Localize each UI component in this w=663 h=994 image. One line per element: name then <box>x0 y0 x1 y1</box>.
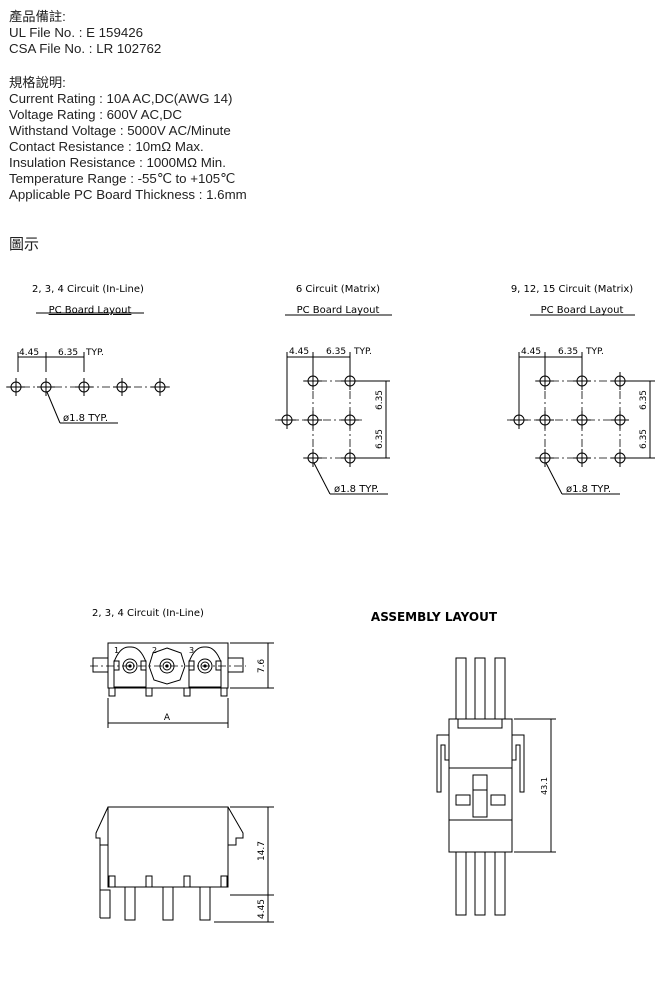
pcb-hole <box>611 411 629 429</box>
spec-board-thickness: Applicable PC Board Thickness : 1.6mm <box>9 187 247 202</box>
assembly-layout: ASSEMBLY LAYOUT 43.1 <box>371 610 556 916</box>
ul-file-number: UL File No. : E 159426 <box>9 25 144 40</box>
pcb-hole <box>341 372 359 390</box>
pcb-hole <box>510 411 528 429</box>
dim-6-35: 6.35 <box>326 347 346 357</box>
pcb-hole <box>573 449 591 467</box>
dim-4-45: 4.45 <box>289 347 309 357</box>
pcb-hole <box>151 378 169 396</box>
spec-current-rating: Current Rating : 10A AC,DC(AWG 14) <box>9 91 233 106</box>
pin-number: 1 <box>114 646 119 655</box>
specifications: 規格說明: Current Rating : 10A AC,DC(AWG 14)… <box>9 75 247 203</box>
spec-insulation-resistance: Insulation Resistance : 1000MΩ Min. <box>9 155 226 170</box>
hole-diameter-label: ø1.8 TYP. <box>63 413 108 424</box>
dim-vertical-6-35: 6.35 <box>375 390 385 410</box>
contact-cavity <box>113 646 147 688</box>
layout-title: 9, 12, 15 Circuit (Matrix) <box>511 284 633 295</box>
layout-title: 6 Circuit (Matrix) <box>296 284 380 295</box>
dim-height-7-6: 7.6 <box>257 659 267 674</box>
pcb-hole <box>536 411 554 429</box>
pcb-layout-inline: 2, 3, 4 Circuit (In-Line) PC Board Layou… <box>6 284 170 424</box>
pcb-hole <box>341 449 359 467</box>
pcb-hole <box>304 449 322 467</box>
dim-6-35: 6.35 <box>58 348 78 358</box>
dim-typ: TYP. <box>353 347 372 357</box>
hole-diameter-label: ø1.8 TYP. <box>566 484 611 495</box>
pin-number: 2 <box>152 646 157 655</box>
spec-temperature-range: Temperature Range : -55℃ to +105℃ <box>9 171 236 186</box>
pin-number: 3 <box>189 646 194 655</box>
dim-6-35: 6.35 <box>558 347 578 357</box>
assembly-title: ASSEMBLY LAYOUT <box>371 610 498 624</box>
layout-subtitle: PC Board Layout <box>541 305 624 316</box>
csa-file-number: CSA File No. : LR 102762 <box>9 41 162 56</box>
product-notes: 產品備註: UL File No. : E 159426 CSA File No… <box>9 9 161 57</box>
pcb-hole <box>536 372 554 390</box>
connector-side-view: 14.7 4.45 <box>95 806 274 923</box>
dim-height-14-7: 14.7 <box>257 841 267 861</box>
contact-cavity <box>188 646 222 688</box>
dim-vertical-6-35: 6.35 <box>375 429 385 449</box>
front-view-title: 2, 3, 4 Circuit (In-Line) <box>92 608 204 619</box>
spec-withstand-voltage: Withstand Voltage : 5000V AC/Minute <box>9 123 231 138</box>
layout-subtitle: PC Board Layout <box>49 305 132 316</box>
pcb-hole <box>75 378 93 396</box>
dim-pin-4-45: 4.45 <box>257 899 267 919</box>
connector-front-view: 2, 3, 4 Circuit (In-Line) 1 2 3 7.6 A <box>90 608 274 728</box>
pcb-hole <box>611 449 629 467</box>
dim-vertical-6-35: 6.35 <box>639 390 649 410</box>
pcb-hole <box>573 411 591 429</box>
pcb-hole <box>536 449 554 467</box>
pcb-hole <box>37 378 55 396</box>
dim-typ: TYP. <box>85 348 104 358</box>
pcb-hole <box>611 372 629 390</box>
figures-heading: 圖示 <box>9 236 40 253</box>
pcb-hole <box>341 411 359 429</box>
pcb-layout-9-15-circuit: 9, 12, 15 Circuit (Matrix) PC Board Layo… <box>507 284 655 495</box>
dim-height-43-1: 43.1 <box>540 777 549 795</box>
layout-subtitle: PC Board Layout <box>297 305 380 316</box>
pcb-hole <box>7 378 25 396</box>
dim-4-45: 4.45 <box>521 347 541 357</box>
pcb-hole <box>573 372 591 390</box>
notes-heading: 產品備註: <box>9 9 66 24</box>
dim-typ: TYP. <box>585 347 604 357</box>
pcb-hole <box>304 411 322 429</box>
pcb-hole <box>278 411 296 429</box>
pcb-layout-6-circuit: 6 Circuit (Matrix) PC Board Layout 4.45 … <box>275 284 392 495</box>
dim-vertical-6-35: 6.35 <box>639 429 649 449</box>
pcb-hole <box>304 372 322 390</box>
pcb-hole <box>113 378 131 396</box>
layout-title: 2, 3, 4 Circuit (In-Line) <box>32 284 144 295</box>
dim-width-a: A <box>164 713 171 723</box>
specs-heading: 規格說明: <box>9 75 66 90</box>
spec-contact-resistance: Contact Resistance : 10mΩ Max. <box>9 139 204 154</box>
dim-4-45: 4.45 <box>19 348 39 358</box>
hole-diameter-label: ø1.8 TYP. <box>334 484 379 495</box>
spec-voltage-rating: Voltage Rating : 600V AC,DC <box>9 107 182 122</box>
contact-cavity <box>148 647 186 685</box>
